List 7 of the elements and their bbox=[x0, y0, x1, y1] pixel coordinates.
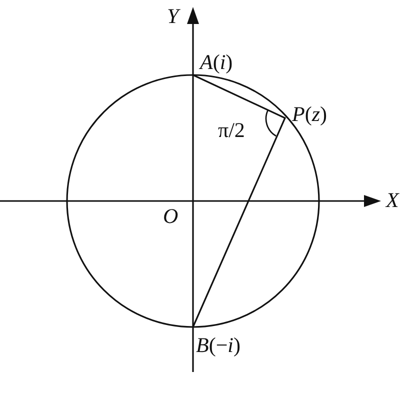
origin-label: O bbox=[163, 206, 178, 227]
axis-label: X bbox=[386, 190, 399, 211]
point-label: B(−i) bbox=[196, 335, 241, 356]
point-label: A(i) bbox=[200, 52, 233, 73]
axis-label: Y bbox=[167, 6, 179, 27]
angle-label: π/2 bbox=[218, 120, 245, 141]
point-label: P(z) bbox=[292, 104, 328, 125]
